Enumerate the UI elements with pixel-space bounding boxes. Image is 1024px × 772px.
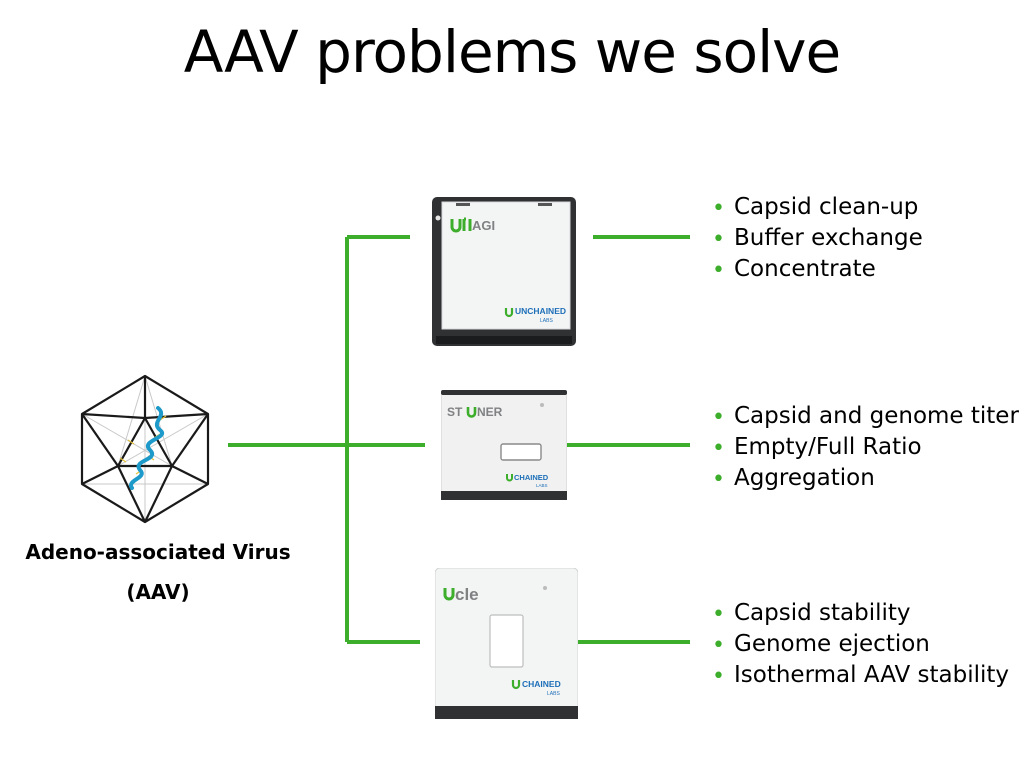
unchained-labs-logo: CHAINED LABS [511, 679, 561, 697]
bullet-dot-icon: • [712, 436, 725, 461]
svg-text:LABS: LABS [540, 318, 553, 324]
uncle-brand-mark: cle [455, 585, 479, 604]
bullet-dot-icon: • [712, 196, 725, 221]
bullet-dot-icon: • [712, 633, 725, 658]
bullet-dot-icon: • [712, 227, 725, 252]
stunner-capabilities-list: •Capsid and genome titer •Empty/Full Rat… [710, 401, 1019, 494]
svg-text:LABS: LABS [547, 691, 560, 697]
aav-capsid-icon [76, 374, 214, 524]
unchained-logo-icon [466, 407, 477, 418]
svg-text:CHAINED: CHAINED [522, 679, 561, 689]
list-item: •Genome ejection [710, 629, 1009, 660]
list-item: •Capsid stability [710, 598, 1009, 629]
stunner-brand-mark: NER [477, 405, 503, 419]
bullet-dot-icon: • [712, 664, 725, 689]
sample-door [500, 443, 542, 461]
list-item: •Concentrate [710, 254, 923, 285]
bullet-dot-icon: • [712, 467, 725, 492]
lunatic-agi-instrument: AGI UNCHAINED LABS [432, 197, 576, 346]
stunner-instrument: ST NER CHAINED LABS [441, 390, 567, 500]
agi-capabilities-list: •Capsid clean-up •Buffer exchange •Conce… [710, 192, 923, 285]
list-item: •Isothermal AAV stability [710, 660, 1009, 691]
list-item: •Aggregation [710, 463, 1019, 494]
bullet-dot-icon: • [712, 602, 725, 627]
sample-window [489, 614, 524, 668]
slide-title: AAV problems we solve [183, 18, 841, 86]
list-item: •Capsid and genome titer [710, 401, 1019, 432]
stunner-brand-mark-prefix: ST [447, 405, 463, 419]
list-item: •Capsid clean-up [710, 192, 923, 223]
svg-text:UNCHAINED: UNCHAINED [515, 306, 566, 316]
agi-brand-mark: AGI [472, 218, 495, 233]
svg-text:CHAINED: CHAINED [514, 473, 549, 482]
virus-name-label: Adeno-associated Virus [25, 540, 291, 564]
unchained-labs-logo: UNCHAINED LABS [504, 306, 566, 324]
unchained-logo-icon [450, 217, 472, 233]
unchained-labs-logo: CHAINED LABS [506, 473, 549, 488]
uncle-instrument: cle CHAINED LABS [435, 568, 578, 719]
bullet-dot-icon: • [712, 405, 725, 430]
unchained-logo-icon [443, 588, 455, 601]
bullet-dot-icon: • [712, 258, 725, 283]
svg-text:LABS: LABS [536, 483, 548, 488]
virus-abbreviation-label: (AAV) [126, 580, 190, 604]
list-item: •Empty/Full Ratio [710, 432, 1019, 463]
list-item: •Buffer exchange [710, 223, 923, 254]
uncle-capabilities-list: •Capsid stability •Genome ejection •Isot… [710, 598, 1009, 691]
